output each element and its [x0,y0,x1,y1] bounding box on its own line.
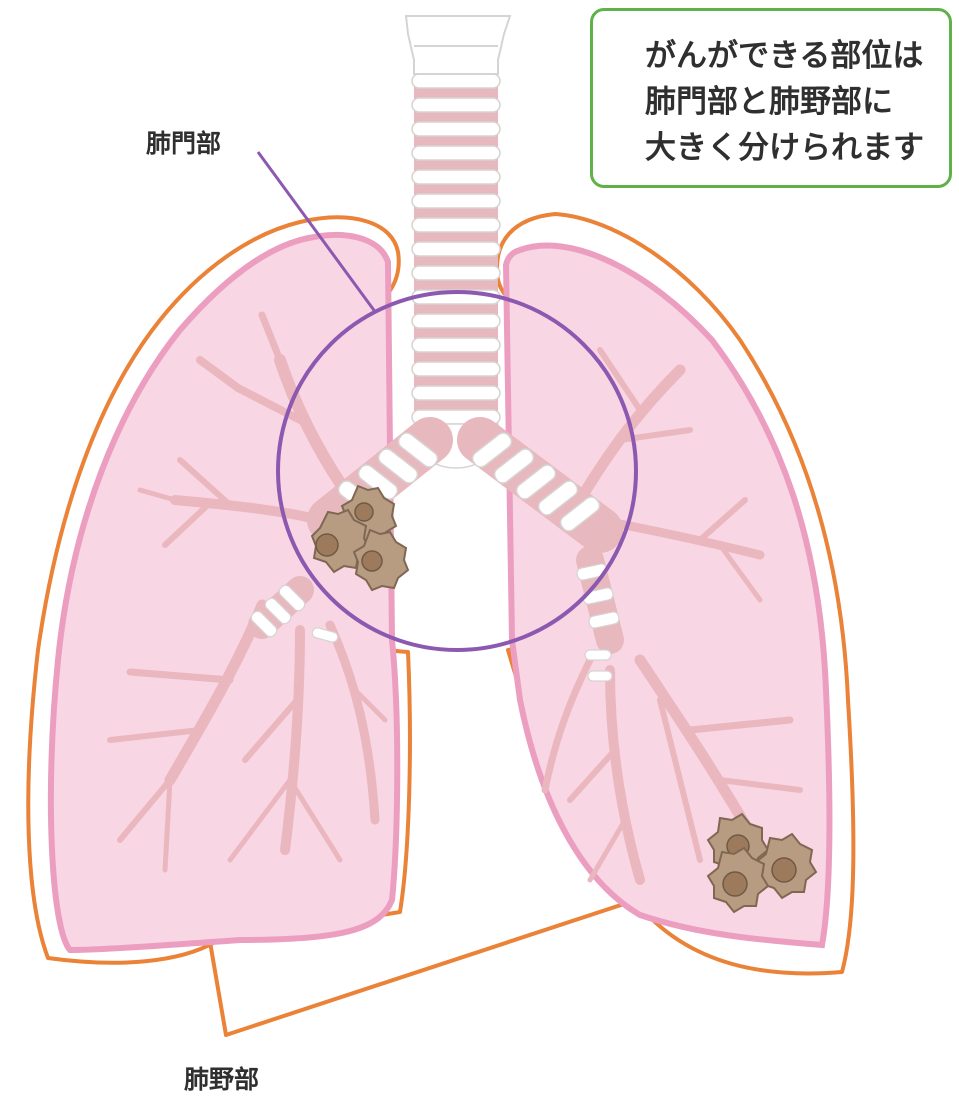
left-lung [51,235,397,950]
hilar-label: 肺門部 [146,124,221,160]
callout-line-1: がんができる部位は [645,33,949,79]
callout-line-3: 大きく分けられます [645,125,949,171]
trachea [406,16,510,468]
callout-line-2: 肺門部と肺野部に [645,79,949,125]
peripheral-label: 肺野部 [184,1060,259,1096]
callout-box: がんができる部位は 肺門部と肺野部に 大きく分けられます [590,8,952,188]
